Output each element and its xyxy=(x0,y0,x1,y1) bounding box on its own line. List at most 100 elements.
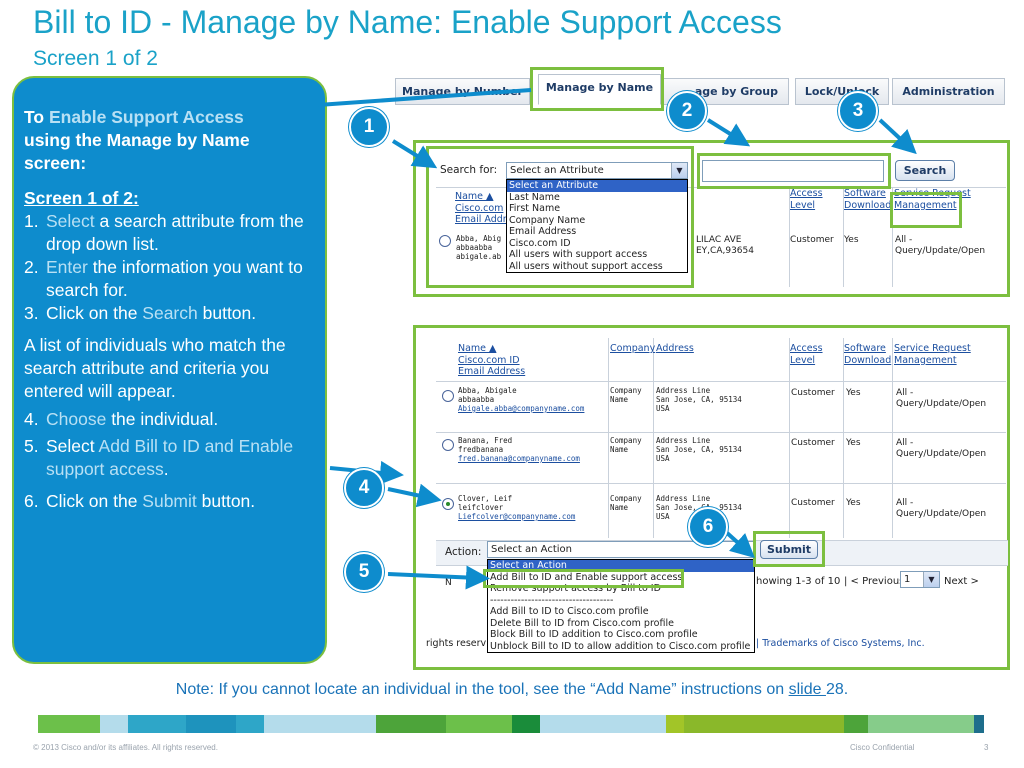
action-option[interactable]: Delete Bill to ID from Cisco.com profile xyxy=(490,617,674,629)
dropdown-option[interactable]: Cisco.com ID xyxy=(509,237,571,249)
dropdown-option[interactable]: Select an Attribute xyxy=(507,180,687,192)
dropdown-option[interactable]: Last Name xyxy=(509,191,560,203)
row-service: All - Query/Update/Open xyxy=(895,235,986,256)
service-request-header[interactable]: Service Request Management xyxy=(894,343,971,366)
row-service: All - Query/Update/Open xyxy=(896,388,987,409)
row-company: Company Name xyxy=(610,436,642,454)
search-button[interactable]: Search xyxy=(895,160,955,181)
tab-highlight xyxy=(530,67,664,111)
row-software: Yes xyxy=(846,388,861,398)
partial-label: N xyxy=(445,578,452,588)
page-select[interactable]: 1 ▼ xyxy=(900,571,940,588)
screen-label: Screen 1 of 2: xyxy=(24,188,139,208)
search-input-highlight xyxy=(697,153,891,189)
row-radio-selected[interactable] xyxy=(442,498,454,510)
submit-highlight xyxy=(753,531,825,567)
row-name: Clover, Leif leifclover Liefcolver@compa… xyxy=(458,494,576,521)
callout-4: 4 xyxy=(344,468,384,508)
row-radio[interactable] xyxy=(439,235,451,247)
row-software: Yes xyxy=(846,438,861,448)
name-header[interactable]: Name ▲ Cisco.com ID Email Address xyxy=(458,343,526,377)
row-software: Yes xyxy=(844,235,859,245)
dropdown-option[interactable]: All users without support access xyxy=(509,260,663,272)
dropdown-option[interactable]: All users with support access xyxy=(509,249,648,260)
dropdown-option[interactable]: Company Name xyxy=(509,214,586,226)
name-header[interactable]: Name ▲ Cisco.com Email Addr xyxy=(455,191,507,225)
search-label: Search for: xyxy=(440,164,498,176)
callout-3: 3 xyxy=(838,91,878,131)
row-address: Address Line San Jose, CA, 95134 USA xyxy=(656,386,742,413)
divider xyxy=(608,338,609,538)
row-address: Address Line San Jose, CA, 95134 USA xyxy=(656,436,742,463)
software-download-header[interactable]: Software Download xyxy=(844,188,892,211)
row-software: Yes xyxy=(846,498,861,508)
step-1: 1.Select a search attribute from the dro… xyxy=(24,211,304,254)
action-option[interactable]: Remove support access by Bill to ID xyxy=(490,583,661,594)
row-radio[interactable] xyxy=(442,390,454,402)
row-name: Abba, Abig abbaabba abigale.ab xyxy=(456,234,502,261)
callout-1: 1 xyxy=(349,107,389,147)
search-attribute-highlight xyxy=(426,146,694,288)
row-company: Company Name xyxy=(610,494,642,512)
action-option[interactable]: Unblock Bill to ID to allow addition to … xyxy=(490,640,751,652)
step-3: 3.Click on the Search button. xyxy=(24,303,257,323)
callout-6: 6 xyxy=(688,507,728,547)
divider xyxy=(436,432,1006,433)
tab-administration[interactable]: Administration xyxy=(892,78,1005,105)
row-access: Customer xyxy=(791,438,835,448)
trademarks-link[interactable]: | Trademarks of Cisco Systems, Inc. xyxy=(756,638,925,649)
company-header[interactable]: Company xyxy=(610,343,656,354)
row-radio[interactable] xyxy=(442,439,454,451)
action-option[interactable]: Select an Action xyxy=(488,560,754,572)
action-dropdown: Select an Action Add Bill to ID and Enab… xyxy=(487,559,755,653)
action-option[interactable]: Add Bill to ID to Cisco.com profile xyxy=(490,606,649,617)
callout-5: 5 xyxy=(344,552,384,592)
row-access: Customer xyxy=(790,235,834,245)
dropdown-option[interactable]: First Name xyxy=(509,203,561,214)
results-text: A list of individuals who match the sear… xyxy=(24,335,286,401)
copyright: © 2013 Cisco and/or its affiliates. All … xyxy=(33,743,218,752)
pagination-status: howing 1-3 of 10 xyxy=(756,576,841,587)
slide-title: Bill to ID - Manage by Name: Enable Supp… xyxy=(33,4,782,40)
divider xyxy=(843,187,844,287)
row-service: All - Query/Update/Open xyxy=(896,438,987,459)
action-label: Action: xyxy=(445,546,482,558)
previous-link[interactable]: | < Previous xyxy=(844,576,905,587)
chevron-down-icon[interactable]: ▼ xyxy=(671,163,687,178)
confidential-label: Cisco Confidential xyxy=(850,743,915,752)
intro-text: To Enable Support Access using the Manag… xyxy=(24,107,250,173)
chevron-down-icon[interactable]: ▼ xyxy=(923,572,939,587)
divider xyxy=(789,338,790,538)
divider xyxy=(436,483,1006,484)
next-link[interactable]: Next > xyxy=(944,576,979,587)
note-text: Note: If you cannot locate an individual… xyxy=(175,681,849,698)
submit-button[interactable]: Submit xyxy=(760,540,818,559)
copyright-partial: rights reserv xyxy=(426,638,487,649)
slide-subtitle: Screen 1 of 2 xyxy=(33,47,158,70)
tab-manage-by-number[interactable]: Manage by Number xyxy=(395,78,530,105)
row-name: Banana, Fred fredbanana fred.banana@comp… xyxy=(458,436,580,463)
action-option[interactable]: Block Bill to ID addition to Cisco.com p… xyxy=(490,629,698,640)
search-attribute-select[interactable]: Select an Attribute ▼ xyxy=(506,162,688,179)
row-name: Abba, Abigale abbaabba Abigale.abba@comp… xyxy=(458,386,585,413)
arrow-2 xyxy=(706,118,751,147)
tab-manage-by-name[interactable]: Manage by Name xyxy=(538,74,661,105)
search-attribute-dropdown: Select an Attribute Last Name First Name… xyxy=(506,179,688,273)
slide-link[interactable]: slide xyxy=(788,681,826,698)
callout-2: 2 xyxy=(667,91,707,131)
divider xyxy=(653,338,654,538)
search-button-highlight xyxy=(890,192,962,228)
page-number: 3 xyxy=(984,743,989,752)
action-option-highlight xyxy=(483,569,684,588)
row-access: Customer xyxy=(791,498,835,508)
search-input[interactable] xyxy=(702,160,884,182)
step-5: 5.Select Add Bill to ID and Enable suppo… xyxy=(24,436,294,479)
access-level-header[interactable]: Access Level xyxy=(790,343,823,366)
access-level-header[interactable]: Access Level xyxy=(790,188,823,211)
row-service: All - Query/Update/Open xyxy=(896,498,987,519)
row-address: Address Line San Jose, CA, 95134 USA xyxy=(656,494,742,521)
action-option-add-enable[interactable]: Add Bill to ID and Enable support access xyxy=(490,571,683,583)
address-header[interactable]: Address xyxy=(656,343,694,354)
dropdown-option[interactable]: Email Address xyxy=(509,226,577,237)
software-download-header[interactable]: Software Download xyxy=(844,343,892,366)
